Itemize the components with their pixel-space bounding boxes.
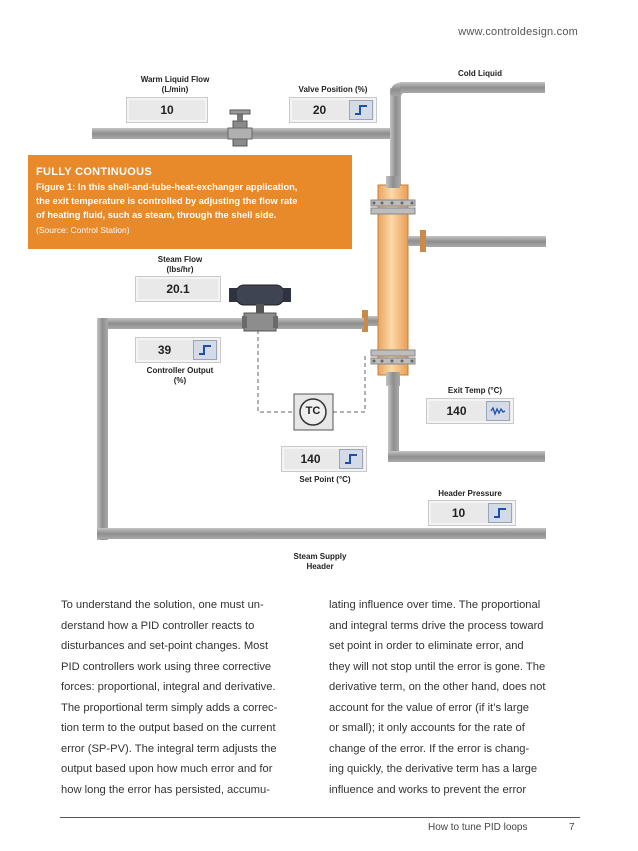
- header-pressure-value: 10: [451, 506, 466, 520]
- step-icon: [199, 345, 211, 355]
- body-line: lating influence over time. The proporti…: [329, 599, 541, 611]
- warm-flow-display: 10: [126, 97, 208, 123]
- warm-flow-label-line2: (L/min): [161, 85, 189, 94]
- body-line: To understand the solution, one must un-: [61, 599, 264, 611]
- body-column-left: To understand the solution, one must un-…: [61, 595, 277, 800]
- valve-position-label: Valve Position (%): [298, 85, 368, 94]
- steam-supply-label-line2: Header: [306, 562, 334, 571]
- body-line: derstand how a PID controller reacts to: [61, 619, 255, 632]
- steam-supply-label: Steam Supply Header: [280, 552, 360, 572]
- callout-caption-line1: Figure 1: In this shell-and-tube-heat-ex…: [36, 182, 298, 192]
- valve-position-value: 20: [312, 103, 327, 117]
- body-line: disturbances and set-point changes. Most: [61, 640, 269, 652]
- warm-flow-label: Warm Liquid Flow (L/min): [120, 75, 230, 95]
- exit-temp-value: 140: [446, 404, 467, 418]
- controller-output-field[interactable]: 39: [135, 337, 221, 363]
- body-line: output based upon how much error and for: [61, 763, 273, 775]
- body-line: change of the error. If the error is cha…: [329, 742, 530, 755]
- step-test-button[interactable]: [349, 100, 373, 120]
- body-line: derivative term, on the other hand, does…: [329, 681, 546, 693]
- steam-flow-label: Steam Flow (lbs/hr): [130, 255, 230, 275]
- body-line: or small); it only accounts for the rate…: [329, 722, 525, 734]
- temperature-controller-icon: [293, 393, 334, 431]
- controller-output-label: Controller Output (%): [126, 366, 234, 386]
- callout-caption-line3: of heating fluid, such as steam, through…: [36, 210, 277, 220]
- page-number: 7: [569, 822, 575, 833]
- steam-flow-value: 20.1: [166, 282, 190, 296]
- set-point-value: 140: [300, 452, 321, 466]
- steam-flow-label-line1: Steam Flow: [157, 255, 203, 264]
- cold-liquid-label: Cold Liquid: [458, 69, 502, 78]
- body-line: error (SP-PV). The integral term adjusts…: [61, 742, 277, 755]
- set-point-label: Set Point (°C): [299, 475, 351, 484]
- body-line: how long the error has persisted, accumu…: [61, 783, 270, 796]
- footer-divider: [60, 817, 580, 818]
- body-line: tion term to the output based on the cur…: [61, 722, 276, 734]
- warm-flow-label-line1: Warm Liquid Flow: [140, 75, 210, 84]
- heat-exchanger-diagram: [92, 82, 546, 540]
- controller-output-value: 39: [157, 343, 172, 357]
- body-column-right: lating influence over time. The proporti…: [329, 595, 545, 800]
- steam-supply-header-pipe: [97, 318, 108, 540]
- body-line: account for the value of error (if it’s …: [329, 701, 530, 714]
- valve-position-field[interactable]: 20: [289, 97, 377, 123]
- body-line: ing quickly, the derivative term has a l…: [329, 763, 538, 775]
- body-line: set point in order to eliminate error, a…: [329, 640, 524, 652]
- step-test-button[interactable]: [193, 340, 217, 360]
- callout-source: (Source: Control Station): [36, 225, 130, 235]
- header-pressure-label: Header Pressure: [438, 489, 502, 498]
- header-pressure-field[interactable]: 10: [428, 500, 516, 526]
- tc-label: TC: [305, 405, 321, 417]
- body-line: PID controllers work using three correct…: [61, 660, 272, 673]
- step-test-button[interactable]: [339, 449, 363, 469]
- controller-output-label-line2: (%): [173, 376, 187, 385]
- controller-output-label-line1: Controller Output: [146, 366, 214, 375]
- step-test-button[interactable]: [488, 503, 512, 523]
- warm-flow-value: 10: [160, 103, 174, 117]
- exit-temp-label: Exit Temp (°C): [447, 386, 503, 395]
- callout-heading: FULLY CONTINUOUS: [36, 166, 153, 178]
- body-line: forces: proportional, integral and deriv…: [61, 681, 276, 693]
- body-line: they will not stop until the error is go…: [329, 660, 546, 673]
- step-icon: [345, 454, 357, 464]
- steam-flow-label-line2: (lbs/hr): [166, 265, 194, 274]
- trend-icon: [490, 406, 506, 416]
- top-pipe-riser: [390, 88, 401, 188]
- callout-caption-line2: the exit temperature is controlled by ad…: [36, 196, 298, 206]
- steam-control-valve-icon: [229, 284, 291, 332]
- exit-temp-display[interactable]: 140: [426, 398, 514, 424]
- step-icon: [494, 508, 506, 518]
- warm-valve-icon: [227, 109, 253, 147]
- trend-button[interactable]: [486, 401, 510, 421]
- body-line: The proportional term simply adds a corr…: [61, 701, 278, 714]
- footer-title: How to tune PID loops: [428, 822, 528, 833]
- body-line: influence and works to prevent the error: [329, 783, 527, 796]
- body-line: and integral terms drive the process tow…: [329, 619, 544, 632]
- figure-callout: FULLY CONTINUOUS Figure 1: In this shell…: [28, 155, 352, 249]
- steam-supply-label-line1: Steam Supply: [293, 552, 347, 561]
- step-icon: [355, 105, 367, 115]
- set-point-field[interactable]: 140: [281, 446, 367, 472]
- site-url: www.controldesign.com: [458, 26, 578, 38]
- cold-liquid-pipe: [400, 82, 545, 93]
- steam-flow-display: 20.1: [135, 276, 221, 302]
